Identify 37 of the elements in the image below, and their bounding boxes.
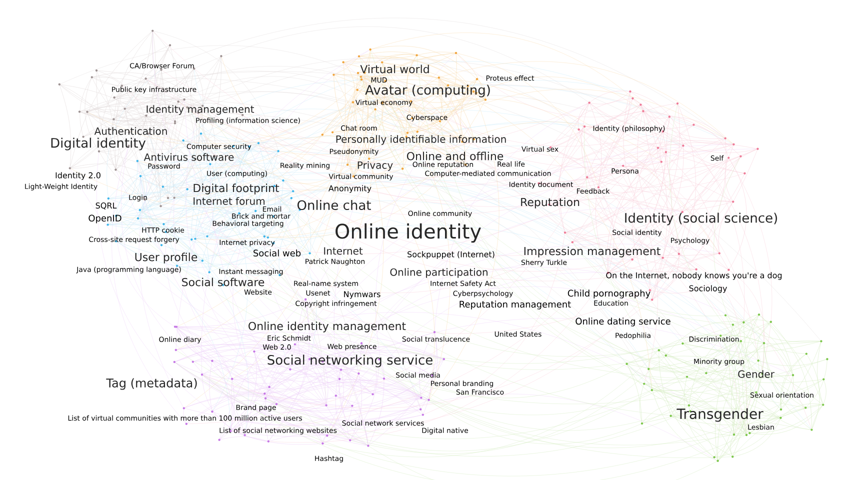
node-label: Social web	[254, 250, 301, 256]
node-label: Social networking service	[268, 354, 432, 368]
node-label: Online chat	[297, 200, 371, 210]
node-label: Virtual world	[360, 64, 429, 74]
node-label: SQRL	[96, 202, 117, 210]
node-label: Reputation management	[460, 300, 571, 310]
node-label: Personally identifiable information	[336, 135, 506, 145]
node-label: Impression management	[524, 246, 660, 258]
node-label: Identity 2.0	[56, 172, 100, 180]
node-label: User profile	[135, 252, 198, 264]
node-label: OpenID	[88, 214, 122, 224]
node-label: Antivirus software	[144, 153, 234, 161]
node-label: Child pornography	[568, 290, 650, 298]
node-label: Nymwars	[344, 291, 380, 299]
node-label: Digital footprint	[194, 184, 280, 194]
node-label: Sociology	[689, 285, 727, 293]
node-label: Anonymity	[328, 185, 372, 193]
node-label: Internet	[324, 247, 363, 255]
node-label: Gender	[738, 370, 774, 378]
node-label: Online participation	[390, 268, 488, 278]
node-label: Online identity management	[248, 322, 406, 332]
node-label: Social software	[182, 278, 264, 286]
node-label: Identity (social science)	[625, 212, 777, 226]
node-label: Online identity	[336, 223, 481, 243]
node-label: Avatar (computing)	[365, 84, 490, 98]
node-label: Online and offline	[406, 152, 504, 160]
node-label: Online dating service	[576, 318, 670, 326]
node-label: Privacy	[358, 161, 393, 171]
node-label: Reputation	[521, 198, 580, 208]
node-label: Internet forum	[194, 197, 264, 205]
node-label: On the Internet, nobody knows you're a dog	[606, 272, 782, 280]
node-label: Digital identity	[51, 138, 146, 150]
node-label: Authentication	[94, 127, 167, 135]
node-label: Sockpuppet (Internet)	[408, 251, 494, 259]
node-label: Transgender	[676, 408, 764, 422]
node-label: Identity management	[146, 105, 254, 115]
node-label: Tag (metadata)	[106, 378, 197, 390]
